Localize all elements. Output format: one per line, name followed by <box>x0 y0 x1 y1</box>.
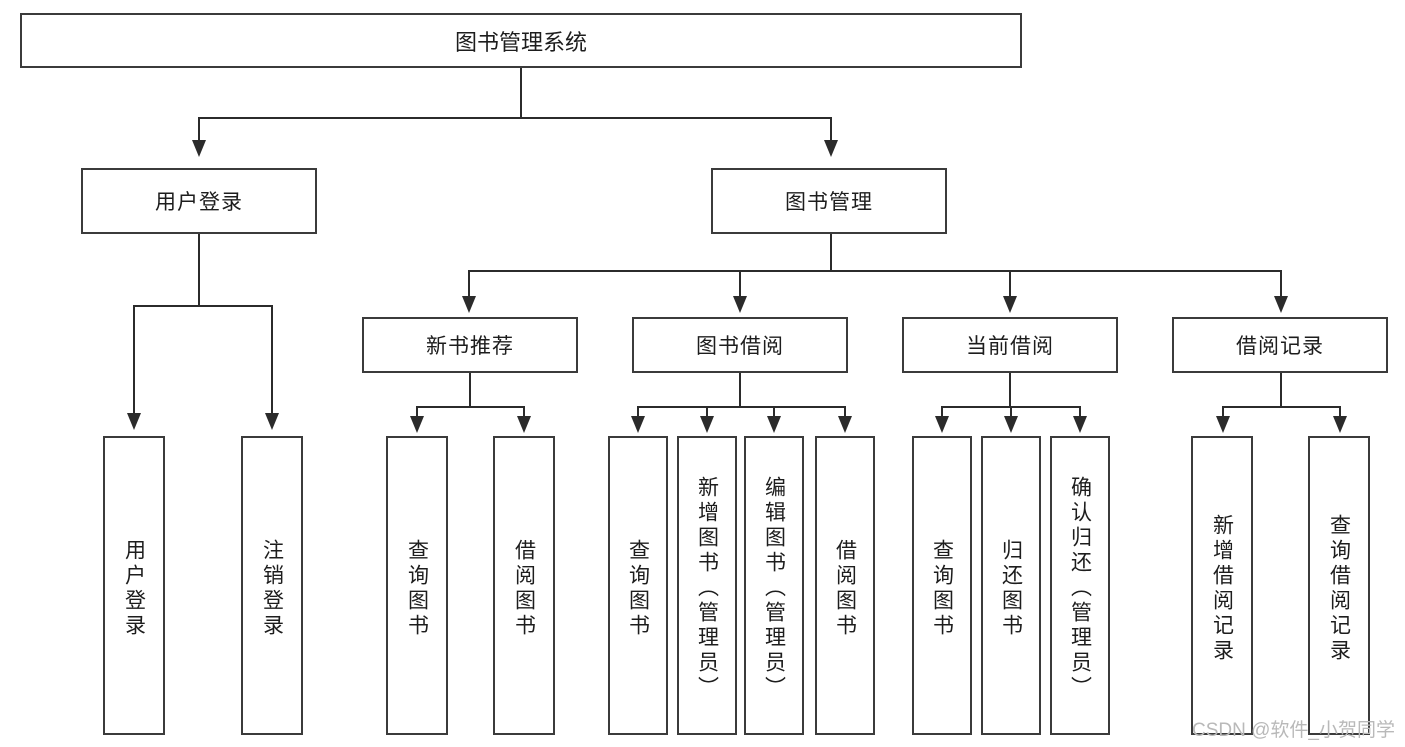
arrowhead-leaf-add-record <box>1216 416 1230 433</box>
arrowhead-leaf-confirm-return <box>1073 416 1087 433</box>
connector-borrow-record-leaf-1 <box>1222 406 1224 418</box>
node-label: 图书管理 <box>785 191 873 214</box>
node-label: 新书推荐 <box>426 335 514 358</box>
connector-book-borrow-stem <box>739 373 741 408</box>
connector-current-borrow-leaf-1 <box>941 406 943 418</box>
connector-book-borrow-leaf-2 <box>706 406 708 418</box>
arrowhead-leaf-return-book <box>1004 416 1018 433</box>
node-label: 查询图书 <box>626 538 650 639</box>
node-label: 用户登录 <box>155 191 243 214</box>
connector-current-borrow-leaf-2 <box>1010 406 1012 418</box>
node-label: 图书借阅 <box>696 335 784 358</box>
arrowhead-book-borrow <box>733 296 747 313</box>
connector-user-login-stem <box>198 234 200 306</box>
connector-root-bus <box>198 117 832 119</box>
connector-to-new-book <box>468 270 470 298</box>
arrowhead-leaf-query-book-2 <box>631 416 645 433</box>
node-root-system[interactable]: 图书管理系统 <box>20 13 1022 68</box>
connector-book-mgmt-bus <box>468 270 1282 272</box>
connector-new-book-leaf-2 <box>523 406 525 418</box>
node-label: 新增借阅记录 <box>1210 513 1234 664</box>
leaf-add-book-admin[interactable]: 新增图书（管理员） <box>677 436 737 735</box>
arrowhead-new-book <box>462 296 476 313</box>
connector-user-login-leaf-1 <box>133 305 135 415</box>
node-label: 借阅图书 <box>833 538 857 639</box>
connector-to-book-borrow <box>739 270 741 298</box>
arrowhead-leaf-query-record <box>1333 416 1347 433</box>
node-label: 当前借阅 <box>966 335 1054 358</box>
connector-new-book-bus <box>416 406 524 408</box>
node-label: 借阅图书 <box>512 538 536 639</box>
node-label: 新增图书（管理员） <box>695 476 719 701</box>
arrowhead-leaf-borrow-book-2 <box>838 416 852 433</box>
arrowhead-leaf-query-book-1 <box>410 416 424 433</box>
arrowhead-user-login <box>192 140 206 157</box>
connector-user-login-leaf-2 <box>271 305 273 415</box>
leaf-borrow-book-borrow[interactable]: 借阅图书 <box>815 436 875 735</box>
leaf-borrow-book-new-recommend[interactable]: 借阅图书 <box>493 436 555 735</box>
connector-book-borrow-leaf-3 <box>773 406 775 418</box>
node-label: 用户登录 <box>122 538 146 639</box>
connector-book-borrow-leaf-4 <box>844 406 846 418</box>
leaf-query-book-current[interactable]: 查询图书 <box>912 436 972 735</box>
connector-book-mgmt-stem <box>830 234 832 272</box>
node-label: 借阅记录 <box>1236 335 1324 358</box>
connector-book-borrow-bus <box>637 406 846 408</box>
node-label: 归还图书 <box>999 538 1023 639</box>
arrowhead-borrow-record <box>1274 296 1288 313</box>
node-label: 编辑图书（管理员） <box>762 476 786 701</box>
connector-new-book-stem <box>469 373 471 408</box>
connector-current-borrow-stem <box>1009 373 1011 408</box>
node-label: 确认归还（管理员） <box>1068 476 1092 701</box>
connector-to-borrow-record <box>1280 270 1282 298</box>
arrowhead-book-mgmt <box>824 140 838 157</box>
leaf-edit-book-admin[interactable]: 编辑图书（管理员） <box>744 436 804 735</box>
connector-borrow-record-bus <box>1222 406 1340 408</box>
arrowhead-leaf-query-book-3 <box>935 416 949 433</box>
node-new-book-recommend[interactable]: 新书推荐 <box>362 317 578 373</box>
node-label: 查询图书 <box>930 538 954 639</box>
connector-root-to-user-login <box>198 117 200 142</box>
node-user-login[interactable]: 用户登录 <box>81 168 317 234</box>
node-label: 图书管理系统 <box>454 29 587 55</box>
connector-root-stem <box>520 68 522 118</box>
leaf-query-borrow-record[interactable]: 查询借阅记录 <box>1308 436 1370 735</box>
arrowhead-leaf-edit-book <box>767 416 781 433</box>
connector-new-book-leaf-1 <box>416 406 418 418</box>
arrowhead-leaf-user-login <box>127 413 141 430</box>
arrowhead-leaf-add-book <box>700 416 714 433</box>
connector-book-borrow-leaf-1 <box>637 406 639 418</box>
leaf-logout[interactable]: 注销登录 <box>241 436 303 735</box>
connector-borrow-record-stem <box>1280 373 1282 408</box>
node-label: 注销登录 <box>260 538 284 639</box>
connector-borrow-record-leaf-2 <box>1339 406 1341 418</box>
leaf-return-book[interactable]: 归还图书 <box>981 436 1041 735</box>
connector-user-login-bus <box>133 305 273 307</box>
arrowhead-leaf-logout <box>265 413 279 430</box>
node-book-borrow[interactable]: 图书借阅 <box>632 317 848 373</box>
node-current-borrow[interactable]: 当前借阅 <box>902 317 1118 373</box>
leaf-query-book-new-recommend[interactable]: 查询图书 <box>386 436 448 735</box>
node-book-management[interactable]: 图书管理 <box>711 168 947 234</box>
connector-to-current-borrow <box>1009 270 1011 298</box>
leaf-query-book-borrow[interactable]: 查询图书 <box>608 436 668 735</box>
connector-root-to-book-mgmt <box>830 117 832 142</box>
arrowhead-leaf-borrow-book-1 <box>517 416 531 433</box>
leaf-confirm-return-admin[interactable]: 确认归还（管理员） <box>1050 436 1110 735</box>
leaf-add-borrow-record[interactable]: 新增借阅记录 <box>1191 436 1253 735</box>
connector-current-borrow-leaf-3 <box>1079 406 1081 418</box>
node-borrow-record[interactable]: 借阅记录 <box>1172 317 1388 373</box>
node-label: 查询借阅记录 <box>1327 513 1351 664</box>
arrowhead-current-borrow <box>1003 296 1017 313</box>
node-label: 查询图书 <box>405 538 429 639</box>
leaf-user-login[interactable]: 用户登录 <box>103 436 165 735</box>
